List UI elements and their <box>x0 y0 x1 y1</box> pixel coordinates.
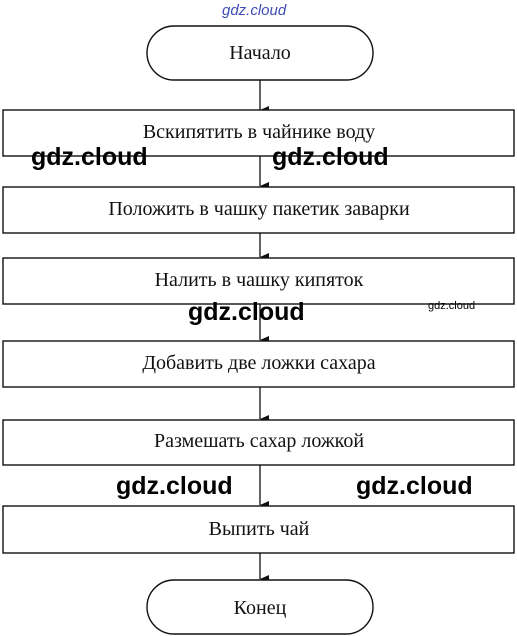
process-step-4: Добавить две ложки сахара <box>2 340 515 388</box>
watermark: gdz.cloud <box>356 472 473 500</box>
start-terminator: Начало <box>146 25 374 81</box>
process-step-2: Положить в чашку пакетик заварки <box>2 186 515 234</box>
process-step-6: Выпить чай <box>2 505 515 554</box>
watermark: gdz.cloud <box>272 143 389 171</box>
step-label: Положить в чашку пакетик заварки <box>108 198 410 220</box>
step-label: Вскипятить в чайнике воду <box>143 121 375 143</box>
watermark: gdz.cloud <box>31 143 148 171</box>
end-terminator: Конец <box>146 579 374 635</box>
step-label: Налить в чашку кипяток <box>155 269 364 291</box>
watermark-top: gdz.cloud <box>222 2 287 19</box>
start-label: Начало <box>229 42 291 64</box>
process-step-3: Налить в чашку кипяток <box>2 257 515 305</box>
step-label: Выпить чай <box>209 518 310 540</box>
end-label: Конец <box>234 597 287 619</box>
process-step-1: Вскипятить в чайнике воду <box>2 109 515 157</box>
watermark: gdz.cloud <box>116 472 233 500</box>
watermark: gdz.cloud <box>188 298 305 326</box>
watermark-small: gdz.cloud <box>428 300 476 312</box>
step-label: Добавить две ложки сахара <box>142 352 375 374</box>
step-label: Размешать сахар ложкой <box>154 430 364 452</box>
process-step-5: Размешать сахар ложкой <box>2 419 515 466</box>
